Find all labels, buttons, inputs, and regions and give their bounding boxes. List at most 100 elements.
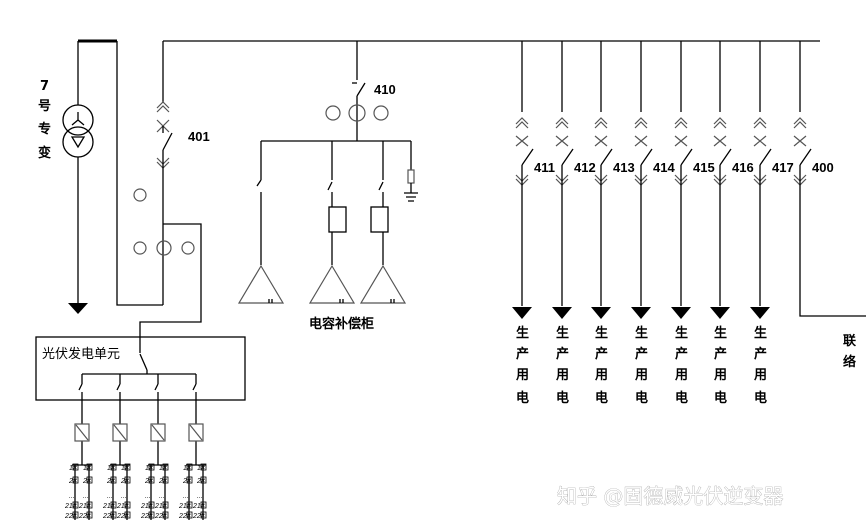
- module-label: 2#: [144, 478, 153, 485]
- load-label-char: 产: [635, 346, 648, 362]
- breaker-label-415: 415: [693, 160, 715, 175]
- pv-string-2: 1#2#...21#22#1#2#...21#22#: [102, 374, 131, 520]
- module-label: 21#: [192, 503, 205, 510]
- tie-label-char: 络: [843, 354, 856, 370]
- module-label: 1#: [69, 465, 77, 472]
- breaker-contact[interactable]: [640, 148, 653, 166]
- pv-module-icon: [148, 501, 155, 509]
- inverter-icon: [74, 423, 90, 442]
- pv-module-icon: [200, 463, 207, 471]
- breaker-x-icon: [555, 135, 569, 147]
- pv-module-icon: [86, 476, 93, 484]
- breaker-contact[interactable]: [680, 148, 693, 166]
- module-label: 21#: [140, 503, 153, 510]
- capacitor-bank: [359, 264, 407, 304]
- pv-module-icon: [186, 501, 193, 509]
- transformer-label-1: 7: [40, 79, 49, 94]
- string-line: [110, 374, 130, 466]
- capacitor-icon: [390, 299, 395, 303]
- tie-line: [799, 165, 866, 317]
- incoming-breaker-401[interactable]: 401: [133, 41, 210, 337]
- breaker-contact[interactable]: [759, 148, 772, 166]
- pv-module-icon: [110, 476, 117, 484]
- breaker-x-icon: [793, 135, 807, 147]
- load-arrow-icon: [512, 307, 532, 319]
- load-label-char: 产: [675, 346, 688, 362]
- pv-string-3: 1#2#...21#22#1#2#...21#22#: [140, 374, 169, 520]
- module-ellipsis: ...: [197, 493, 203, 500]
- transformer-label-3: 专: [38, 121, 51, 137]
- pv-module-icon: [110, 463, 117, 471]
- pv-module-icon: [124, 476, 131, 484]
- pv-module-icon: [148, 476, 155, 484]
- pv-module-icon: [124, 501, 131, 509]
- load-label-char: 产: [516, 346, 529, 362]
- breaker-contact[interactable]: [521, 148, 534, 166]
- load-label-char: 用: [634, 368, 648, 383]
- breaker-contact[interactable]: [561, 148, 574, 166]
- module-label: 2#: [106, 478, 115, 485]
- breaker-label-412: 412: [574, 160, 596, 175]
- load-arrow-icon: [671, 307, 691, 319]
- breaker-contact[interactable]: [799, 148, 812, 166]
- pv-module-icon: [110, 511, 117, 519]
- pv-module-icon: [186, 476, 193, 484]
- pv-module-icon: [162, 463, 169, 471]
- module-label: 1#: [183, 465, 191, 472]
- load-label-char: 生: [754, 325, 767, 341]
- withdrawable-contact-icon: [515, 117, 529, 129]
- breaker-contact[interactable]: [719, 148, 732, 166]
- string-line: [148, 374, 168, 466]
- module-label: 22#: [178, 513, 191, 520]
- current-transformer-icon: [156, 240, 172, 256]
- breaker-label-411: 411: [534, 160, 555, 175]
- pv-module-icon: [86, 511, 93, 519]
- load-label-char: 生: [595, 325, 608, 341]
- load-label-char: 电: [714, 390, 727, 406]
- module-label: 1#: [159, 465, 167, 472]
- pv-module-icon: [72, 511, 79, 519]
- inverter-diagonal: [75, 424, 89, 441]
- ground-icon: [404, 183, 418, 202]
- load-label-char: 电: [754, 390, 767, 406]
- current-transformer-icon: [133, 241, 147, 255]
- withdrawable-contact-icon: [793, 117, 807, 129]
- breaker-x-icon: [594, 135, 608, 147]
- module-label: 21#: [102, 503, 115, 510]
- load-label-char: 产: [556, 346, 569, 362]
- module-label: 1#: [83, 465, 91, 472]
- module-label: 1#: [121, 465, 129, 472]
- breaker-contact[interactable]: [600, 148, 613, 166]
- pv-module-icon: [72, 476, 79, 484]
- capacitor-compensation-cabinet: 410 电容补偿柜: [237, 41, 418, 332]
- pv-module-icon: [72, 501, 79, 509]
- load-label-char: 用: [515, 368, 529, 383]
- module-label: 2#: [182, 478, 191, 485]
- string-line: [72, 374, 92, 466]
- string-line: [186, 374, 206, 466]
- pv-feeder-line: [139, 223, 202, 337]
- module-label: 21#: [116, 503, 129, 510]
- pv-module-icon: [200, 476, 207, 484]
- withdrawable-contact-icon: [753, 117, 767, 129]
- pv-module-icon: [162, 501, 169, 509]
- pv-module-icon: [186, 511, 193, 519]
- load-label-char: 电: [556, 390, 569, 406]
- fuse-box: [370, 206, 389, 233]
- module-ellipsis: ...: [83, 493, 89, 500]
- pv-unit-label: 光伏发电单元: [42, 346, 120, 362]
- module-label: 21#: [78, 503, 91, 510]
- withdrawable-contact-icon: [713, 117, 727, 129]
- load-label-char: 生: [635, 325, 648, 341]
- capacitor-bank: [308, 264, 356, 304]
